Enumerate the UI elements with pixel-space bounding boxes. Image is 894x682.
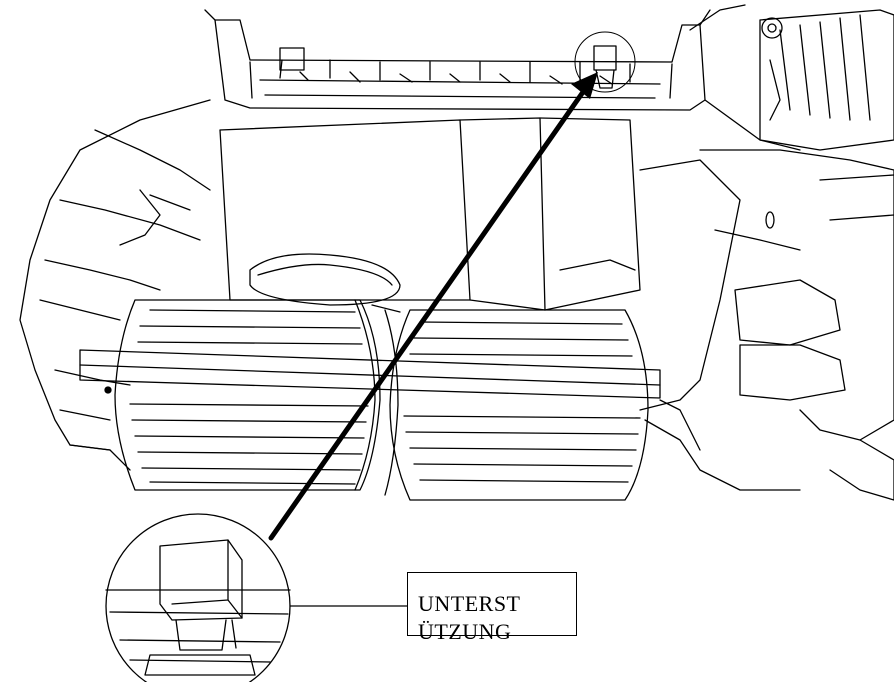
left-roller — [114, 299, 381, 491]
callout-label: UNTERST ÜTZUNG — [418, 590, 568, 646]
paper-compartment — [219, 117, 641, 311]
right-mechanism — [704, 9, 894, 151]
front-bars — [79, 349, 661, 399]
zoom-inset — [105, 513, 291, 682]
lower-body — [69, 399, 801, 491]
printer-body-right — [639, 149, 894, 501]
pointer-arrow — [268, 72, 598, 541]
printer-lid — [204, 4, 746, 111]
callout-label-line2: ÜTZUNG — [418, 619, 512, 644]
top-tabs — [279, 31, 636, 93]
right-roller — [371, 304, 649, 501]
callout-label-box — [407, 572, 577, 636]
callout-label-line1: UNTERST — [418, 591, 521, 616]
printer-body-left — [19, 99, 211, 451]
